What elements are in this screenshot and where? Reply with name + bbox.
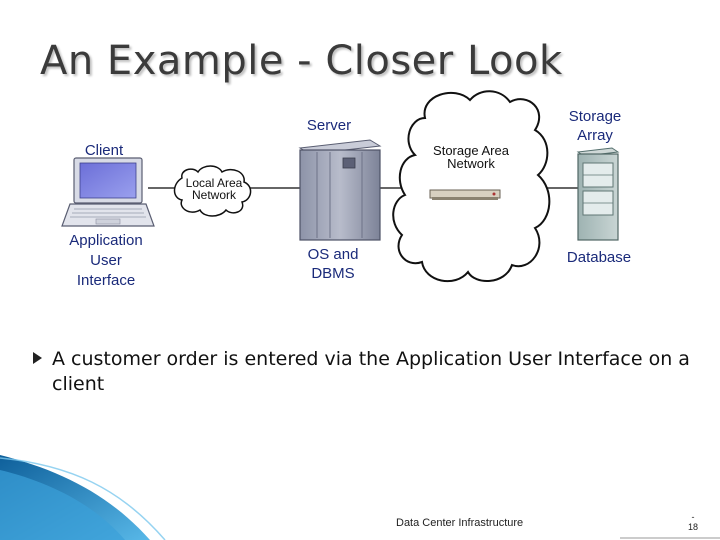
san-label-line2: Network bbox=[447, 156, 495, 171]
database-label: Database bbox=[566, 249, 632, 266]
san-label-line1: Storage Area bbox=[433, 143, 509, 158]
client-label: Client bbox=[84, 142, 124, 159]
os-dbms-label-line2: DBMS bbox=[311, 265, 355, 282]
lan-label-line2: Network bbox=[191, 188, 236, 202]
san-switch-icon bbox=[429, 189, 501, 200]
san-cloud bbox=[392, 90, 551, 283]
server-label: Server bbox=[306, 117, 352, 134]
lan-cloud bbox=[173, 165, 252, 217]
app-ui-label-line2: User bbox=[90, 252, 122, 269]
san-label: Storage Area Network bbox=[425, 144, 517, 170]
slide-number-dash: - bbox=[691, 512, 695, 522]
app-ui-label-line3: Interface bbox=[76, 272, 136, 289]
bullet-arrow-icon bbox=[33, 352, 42, 364]
storage-array-label-line2: Array bbox=[577, 127, 613, 144]
bullet-text: A customer order is entered via the Appl… bbox=[52, 348, 690, 395]
corner-decoration bbox=[0, 455, 166, 540]
app-ui-label-line1: Application bbox=[69, 232, 143, 249]
storage-array-icon bbox=[576, 147, 620, 241]
os-dbms-label-line1: OS and bbox=[307, 246, 359, 263]
storage-array-label-line1: Storage bbox=[568, 108, 622, 125]
slide-title: An Example - Closer Look bbox=[40, 38, 563, 84]
client-laptop-icon bbox=[61, 157, 155, 227]
storage-array-label: Storage Array bbox=[558, 107, 632, 145]
slide-number-value: 18 bbox=[688, 522, 699, 532]
slide-number: - 18 bbox=[688, 512, 698, 532]
os-dbms-label: OS and DBMS bbox=[300, 245, 366, 283]
server-tower-icon bbox=[298, 139, 382, 241]
footer-text: Data Center Infrastructure bbox=[396, 517, 524, 529]
app-ui-label: Application User Interface bbox=[58, 231, 154, 291]
lan-label-line1: Local Area bbox=[185, 176, 243, 190]
lan-label: Local Area Network bbox=[176, 177, 252, 201]
